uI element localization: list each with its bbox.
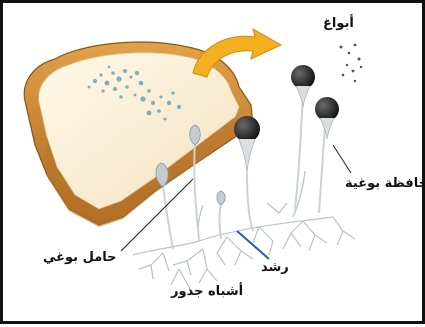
spread-arrow bbox=[193, 29, 281, 77]
label-stolon: رشد bbox=[261, 261, 289, 274]
label-spores: أبواغ bbox=[323, 17, 354, 30]
label-sporangiophore: حامل بوغي bbox=[43, 251, 117, 264]
stolon-pointer-line bbox=[237, 231, 269, 259]
label-sporangium: حافظة بوغية bbox=[345, 177, 425, 190]
spore-dots bbox=[340, 44, 363, 83]
hyphae-network bbox=[133, 171, 355, 287]
label-rhizoids: أشباه جذور bbox=[171, 285, 243, 298]
diagram-drawing bbox=[3, 3, 425, 327]
